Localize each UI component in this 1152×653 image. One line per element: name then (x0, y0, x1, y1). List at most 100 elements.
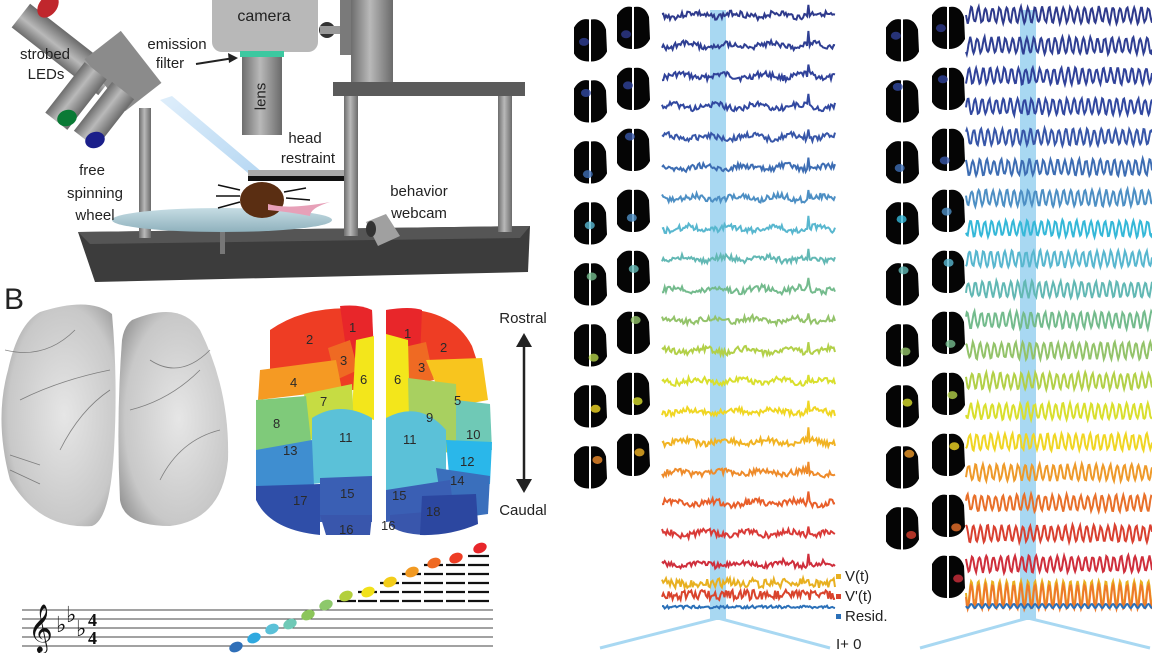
trace-line (661, 248, 836, 266)
trace-line (661, 461, 836, 480)
brain-activity-map (886, 507, 919, 550)
trace-line (661, 427, 836, 450)
trace-line (965, 338, 1152, 364)
svg-text:1: 1 (404, 326, 411, 341)
brain-activity-map (886, 324, 919, 367)
head-restraint-label-2: restraint (280, 150, 336, 167)
strobed-leds-label-2: LEDs (27, 66, 65, 83)
trace-line (965, 216, 1152, 241)
svg-text:3: 3 (418, 360, 425, 375)
svg-text:11: 11 (403, 432, 417, 447)
trace-line (661, 312, 836, 328)
brain-activity-map (574, 202, 607, 245)
legend-vprime-label: V'(t) (845, 588, 873, 605)
svg-text:7: 7 (320, 394, 327, 409)
trace-line (965, 551, 1152, 577)
trace-line (661, 525, 836, 542)
brain-activity-map (617, 6, 650, 49)
svg-text:5: 5 (454, 393, 461, 408)
trace-line (965, 521, 1152, 547)
brain-activity-map (617, 250, 650, 293)
legend-resid-label: Resid. (845, 608, 888, 625)
trace-plot-right (886, 2, 1152, 650)
brain-activity-map (617, 189, 650, 232)
trace-line (965, 32, 1152, 59)
trace-line (661, 373, 836, 388)
webcam-label-2: webcam (391, 205, 447, 222)
svg-text:10: 10 (466, 427, 480, 442)
svg-text:♭: ♭ (76, 617, 86, 642)
rostral-label: Rostral (499, 310, 547, 327)
svg-text:16: 16 (381, 518, 395, 533)
brain-activity-map (932, 128, 965, 171)
brain-activity-map (574, 446, 607, 489)
svg-text:6: 6 (360, 372, 367, 387)
trace-line (965, 398, 1152, 424)
brain-activity-map (574, 80, 607, 123)
panel-a-setup: camera emission filter strobed LEDs lens… (0, 0, 560, 290)
setup-illustration (11, 0, 530, 282)
trace-line (661, 277, 836, 297)
composite-trace (965, 602, 1152, 610)
trace-line (965, 368, 1152, 394)
region-label: 1 (349, 320, 356, 335)
composite-trace (662, 603, 836, 611)
brain-activity-map (574, 263, 607, 306)
brain-activity-map (574, 385, 607, 428)
trace-line (661, 129, 836, 145)
svg-text:2: 2 (306, 332, 313, 347)
rostral-caudal-arrow (516, 333, 532, 493)
brain-activity-map (617, 128, 650, 171)
svg-text:4: 4 (290, 375, 297, 390)
legend-vprime: V'(t) (836, 588, 872, 605)
trace-line (661, 64, 836, 84)
brain-activity-map (574, 141, 607, 184)
svg-text:17: 17 (293, 493, 307, 508)
svg-text:16: 16 (339, 522, 353, 537)
composite-trace (661, 587, 836, 604)
trace-line (965, 154, 1152, 179)
brain-activity-map (886, 446, 919, 489)
legend-vt-label: V(t) (845, 568, 870, 585)
svg-text:13: 13 (283, 443, 297, 458)
brain-activity-map (574, 19, 607, 62)
caudal-label: Caudal (499, 502, 547, 519)
trace-line (965, 95, 1152, 119)
brain-activity-map (932, 372, 965, 415)
svg-text:12: 12 (460, 454, 474, 469)
emission-filter-label-2: filter (155, 55, 185, 72)
svg-text:14: 14 (450, 473, 464, 488)
trace-line (965, 459, 1152, 485)
panel-b-letter: B (4, 283, 25, 316)
trace-line (661, 491, 836, 510)
brain-activity-map (574, 324, 607, 367)
trace-line (965, 124, 1152, 149)
svg-text:2: 2 (440, 340, 447, 355)
lens-label: lens (252, 82, 270, 111)
camera-label: camera (237, 8, 291, 25)
brain-activity-map (886, 141, 919, 184)
brain-activity-map (617, 67, 650, 110)
svg-text:15: 15 (392, 488, 406, 503)
time-sig-top: 4 (88, 610, 97, 630)
atlas-left-hemisphere (256, 305, 374, 535)
svg-text:18: 18 (426, 504, 440, 519)
brain-activity-map (932, 555, 965, 598)
head-restraint-label-1: head (288, 130, 322, 147)
brain-activity-map (886, 80, 919, 123)
trace-line (965, 64, 1152, 89)
trace-line (965, 307, 1152, 333)
led-red (37, 0, 59, 18)
svg-text:8: 8 (273, 416, 280, 431)
legend-swatch-vprime (836, 594, 841, 599)
trace-line (661, 93, 836, 113)
brain-activity-map (886, 263, 919, 306)
flat-icon: ♭ (56, 613, 66, 638)
trace-line (965, 2, 1152, 28)
atlas-right-hemisphere (386, 308, 492, 536)
legend-vt: V(t) (836, 568, 869, 585)
trace-line (661, 30, 836, 53)
music-staff: 𝄞 ♭ ♭ ♭ 4 4 (0, 530, 500, 653)
trace-line (965, 247, 1152, 271)
treble-clef-icon: 𝄞 (28, 603, 53, 653)
